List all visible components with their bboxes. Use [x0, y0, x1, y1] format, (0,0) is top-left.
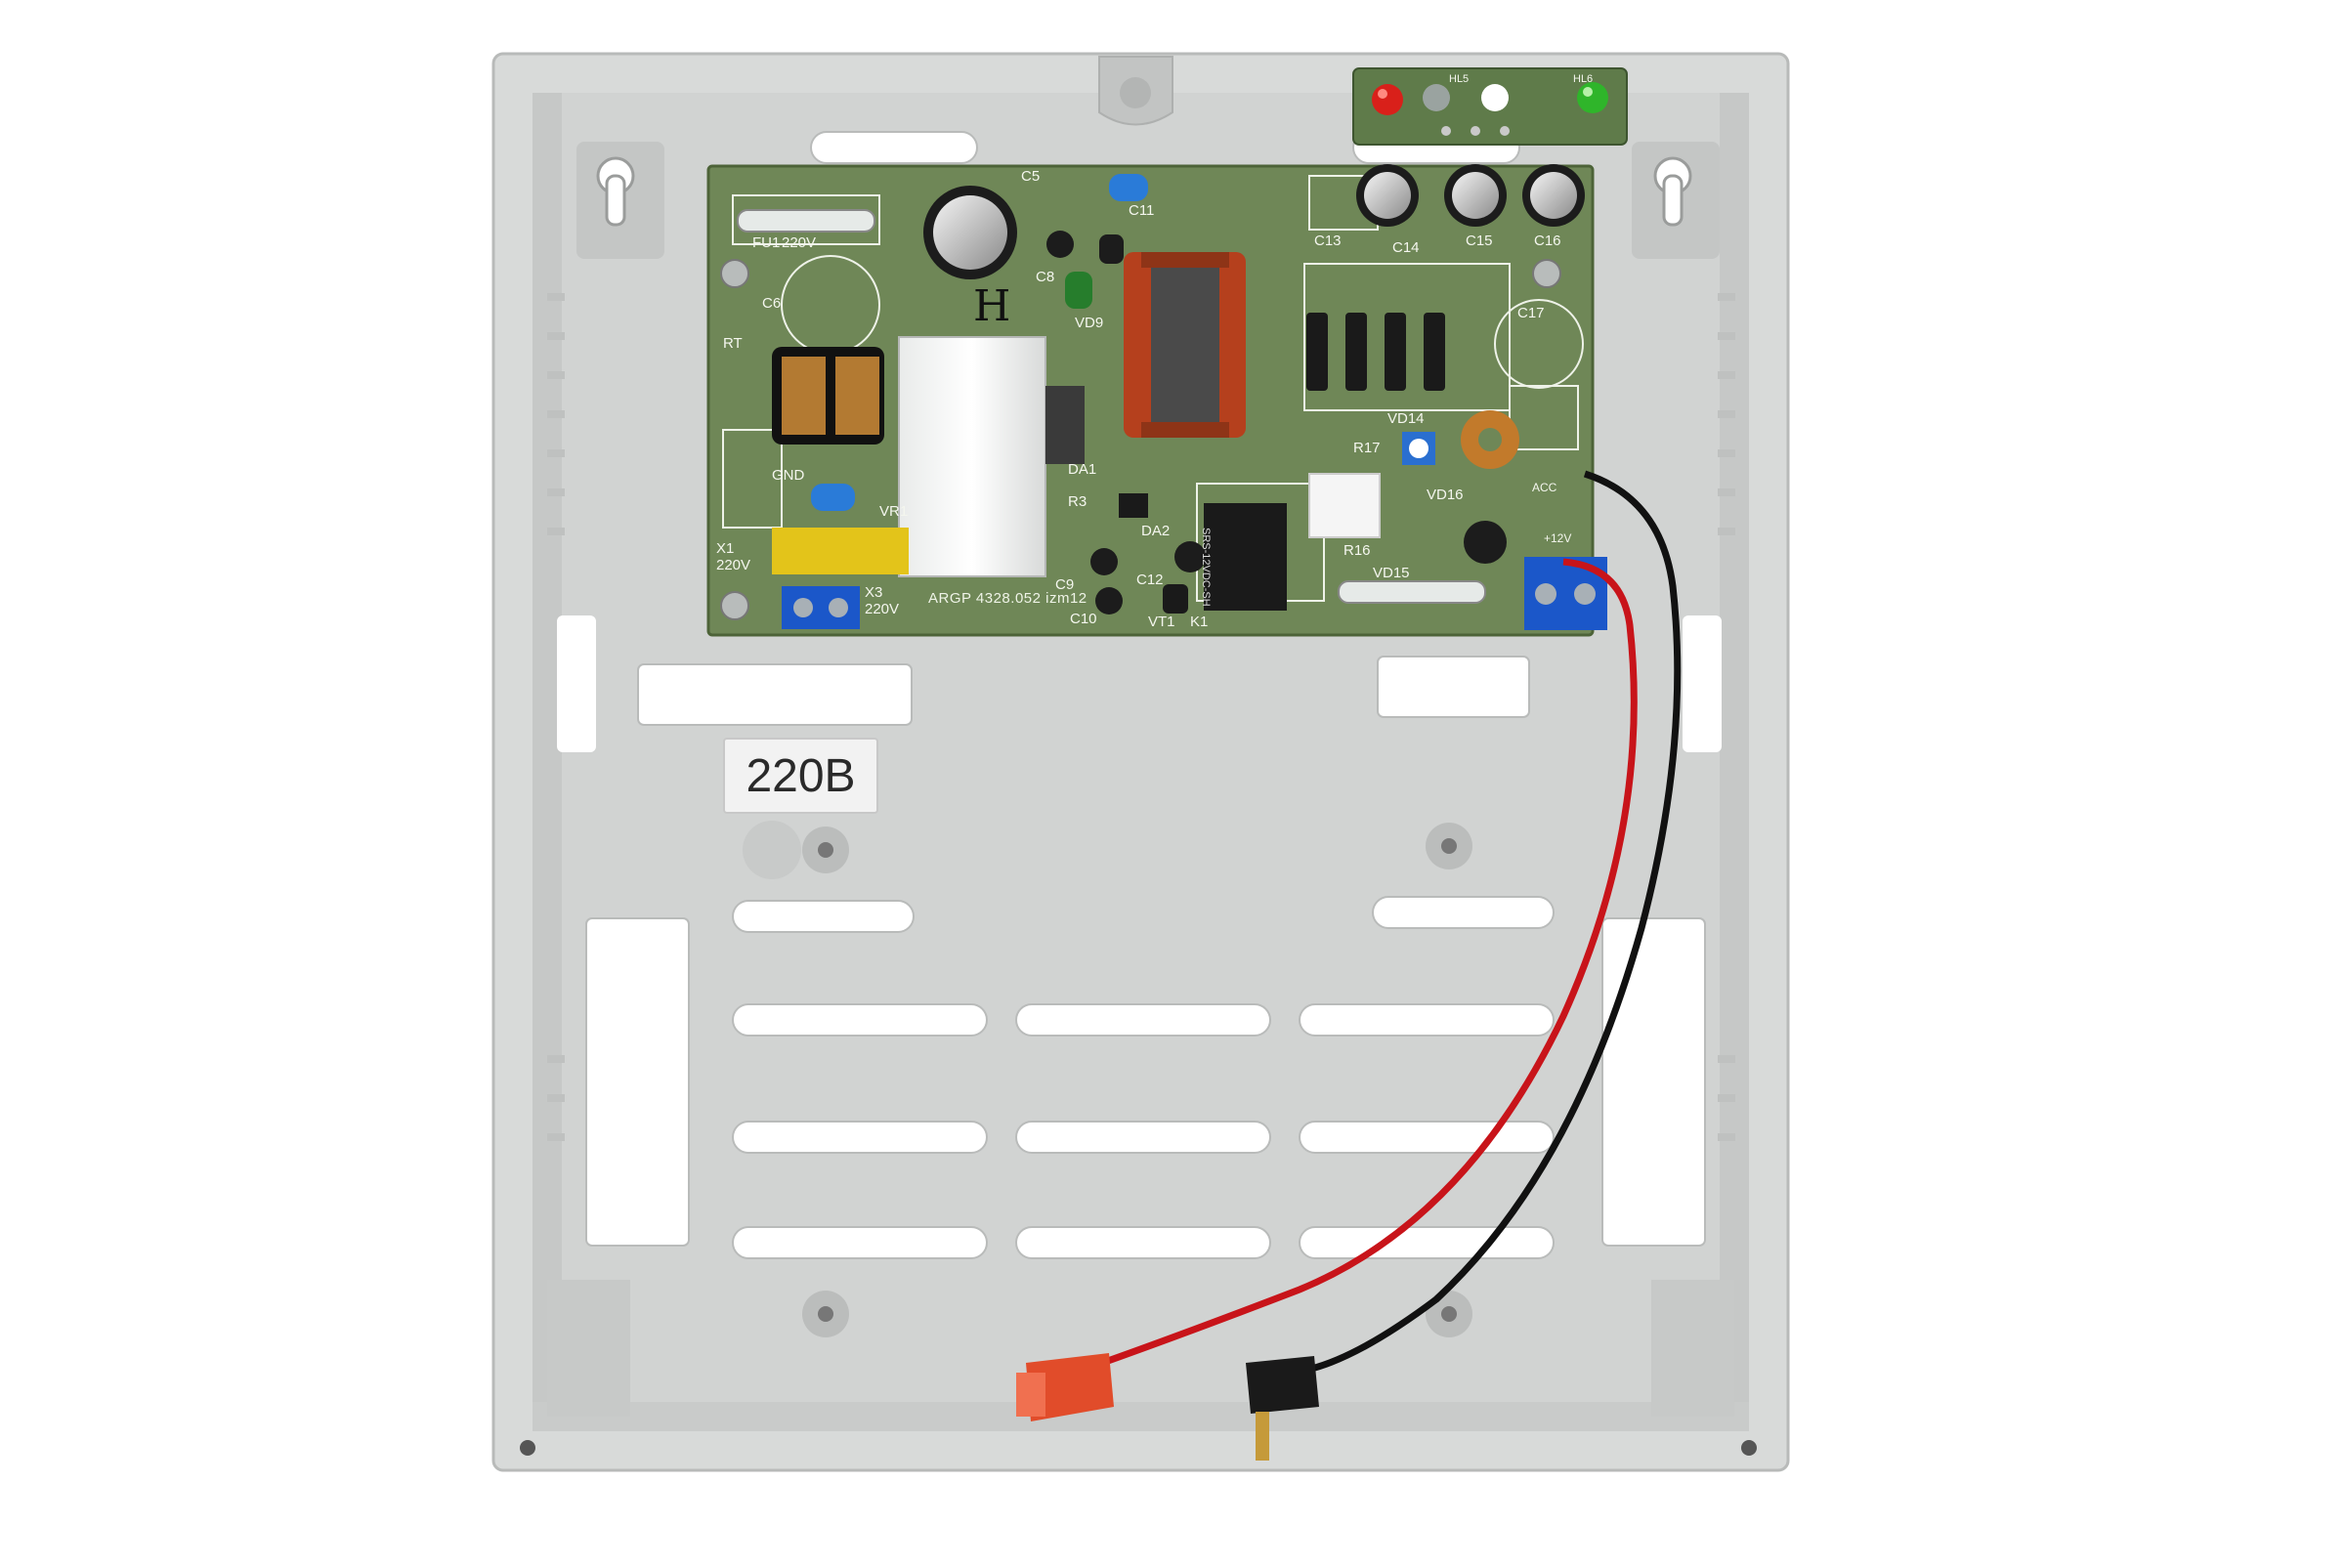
silk-hl5: HL5: [1449, 73, 1470, 85]
relay-marking: SRS-12VDC-SH: [1200, 528, 1212, 607]
silk-r16: R16: [1343, 542, 1371, 559]
side-slot: [557, 615, 596, 752]
fuse: [1338, 580, 1486, 604]
pcb-screw: [1532, 259, 1561, 288]
silk-acc: ACC: [1532, 481, 1557, 494]
silk-hl6: HL6: [1573, 73, 1594, 85]
silk-vt1: VT1: [1148, 614, 1175, 630]
silk-fu1-rating: 220V: [782, 234, 817, 251]
silk-c12: C12: [1136, 572, 1164, 588]
pcb-screw: [720, 259, 749, 288]
wire-black: [1306, 470, 1682, 1374]
vent-slot: [637, 663, 913, 726]
heat-sink: [898, 336, 1046, 577]
silk-c5: C5: [1021, 168, 1041, 185]
silk-r17: R17: [1353, 440, 1381, 456]
side-slot: [1683, 615, 1722, 752]
board-id: ARGP 4328.052 izm12: [928, 590, 1087, 607]
silk-c13: C13: [1314, 233, 1342, 249]
silk-c10: C10: [1070, 611, 1097, 627]
handwritten-mark: H: [973, 281, 1011, 331]
silk-fu1: FU1: [752, 234, 781, 251]
mounting-stud: [743, 821, 849, 879]
vent-slots-lower: [732, 896, 1555, 1259]
silk-vd16: VD16: [1427, 487, 1464, 503]
mounting-stud: [1426, 1291, 1472, 1337]
vent-slot: [1377, 656, 1530, 718]
pcb-screw: [720, 591, 749, 620]
silk-c17: C17: [1517, 305, 1545, 321]
silk-vr1: VR1: [879, 503, 909, 520]
side-slot: [585, 917, 690, 1247]
side-slot: [1601, 917, 1706, 1247]
silk-out: +12V: [1544, 531, 1572, 545]
mounting-stud: [802, 1291, 849, 1337]
silk-c8: C8: [1036, 269, 1055, 285]
relay: [1204, 503, 1287, 611]
silk-c11: C11: [1129, 202, 1155, 219]
main-pcb: [706, 164, 1607, 637]
silk-c6: C6: [762, 295, 782, 312]
silk-r3: R3: [1068, 493, 1087, 510]
wire-red: [1073, 558, 1638, 1377]
keyhole-mount-right: [1632, 142, 1720, 259]
silk-x3: X3: [865, 584, 883, 601]
silk-k1: K1: [1190, 614, 1209, 630]
silk-da1: DA1: [1068, 461, 1097, 478]
wire-terminal-red: [1016, 1353, 1114, 1421]
silk-rt: RT: [723, 335, 743, 352]
fuse: [737, 209, 875, 233]
silk-da2: DA2: [1141, 523, 1171, 539]
wire-terminal-black: [1246, 1356, 1319, 1461]
silk-vd15: VD15: [1373, 565, 1410, 581]
side-ribs-right: [1718, 293, 1735, 1141]
side-ribs-left: [547, 293, 565, 1141]
voltage-label: 220В: [723, 738, 878, 814]
led-board: [1352, 67, 1628, 146]
silk-c9: C9: [1055, 576, 1075, 593]
keyhole-mount-left: [576, 142, 664, 259]
mounting-stud: [1426, 823, 1472, 869]
silk-c14: C14: [1392, 239, 1420, 256]
silk-x1-rating: 220V: [716, 557, 751, 573]
silk-c15: C15: [1466, 233, 1493, 249]
silk-vd9: VD9: [1075, 315, 1104, 331]
vent-slot: [810, 131, 978, 164]
silk-x1: X1: [716, 540, 735, 557]
silk-gnd: GND: [772, 467, 805, 484]
silk-c16: C16: [1534, 233, 1561, 249]
silk-vd14: VD14: [1387, 410, 1425, 427]
silk-x3-rating: 220V: [865, 601, 900, 617]
